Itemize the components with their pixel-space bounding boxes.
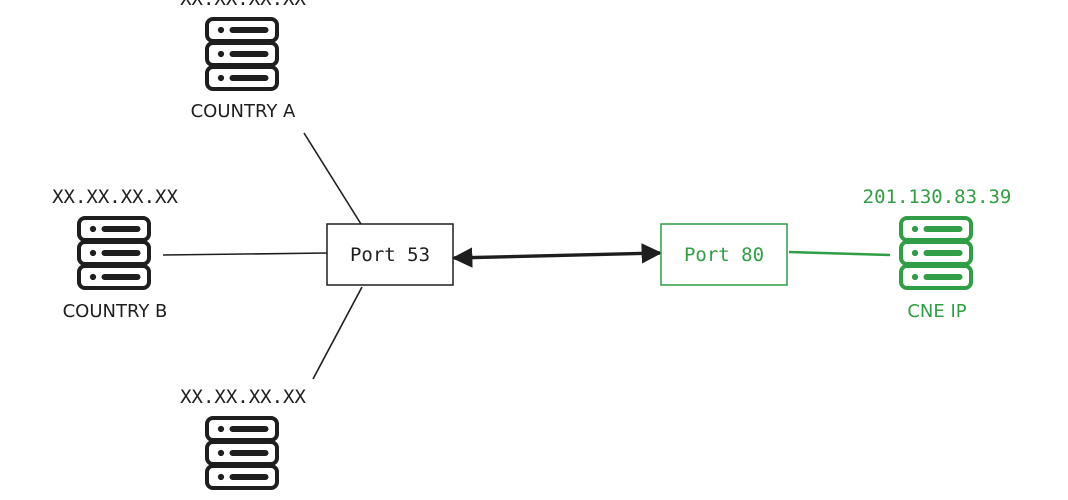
link-country-b <box>162 252 328 256</box>
country-a-server-icon <box>205 17 279 91</box>
link-cne <box>788 250 891 257</box>
cne-ip: 201.130.83.39 <box>863 186 1012 208</box>
port-80-box <box>660 223 788 286</box>
port-53-label: Port 53 <box>350 244 430 266</box>
link-bottom-server <box>312 286 363 380</box>
port-53-box <box>326 223 454 286</box>
port-80-label: Port 80 <box>684 244 764 266</box>
country-b-server-icon <box>77 216 151 290</box>
country-a-ip: XX.XX.XX.XX <box>180 0 306 10</box>
bidirectional-arrow <box>451 243 663 268</box>
country-a-label: COUNTRY A <box>191 101 296 122</box>
country-b-ip: XX.XX.XX.XX <box>52 186 178 208</box>
cne-label: CNE IP <box>907 301 966 322</box>
link-country-a <box>303 132 362 225</box>
country-b-label: COUNTRY B <box>63 301 168 322</box>
bottom-server-icon <box>205 416 279 490</box>
bottom-server-ip: XX.XX.XX.XX <box>180 386 306 408</box>
cne-server-icon <box>899 216 973 290</box>
